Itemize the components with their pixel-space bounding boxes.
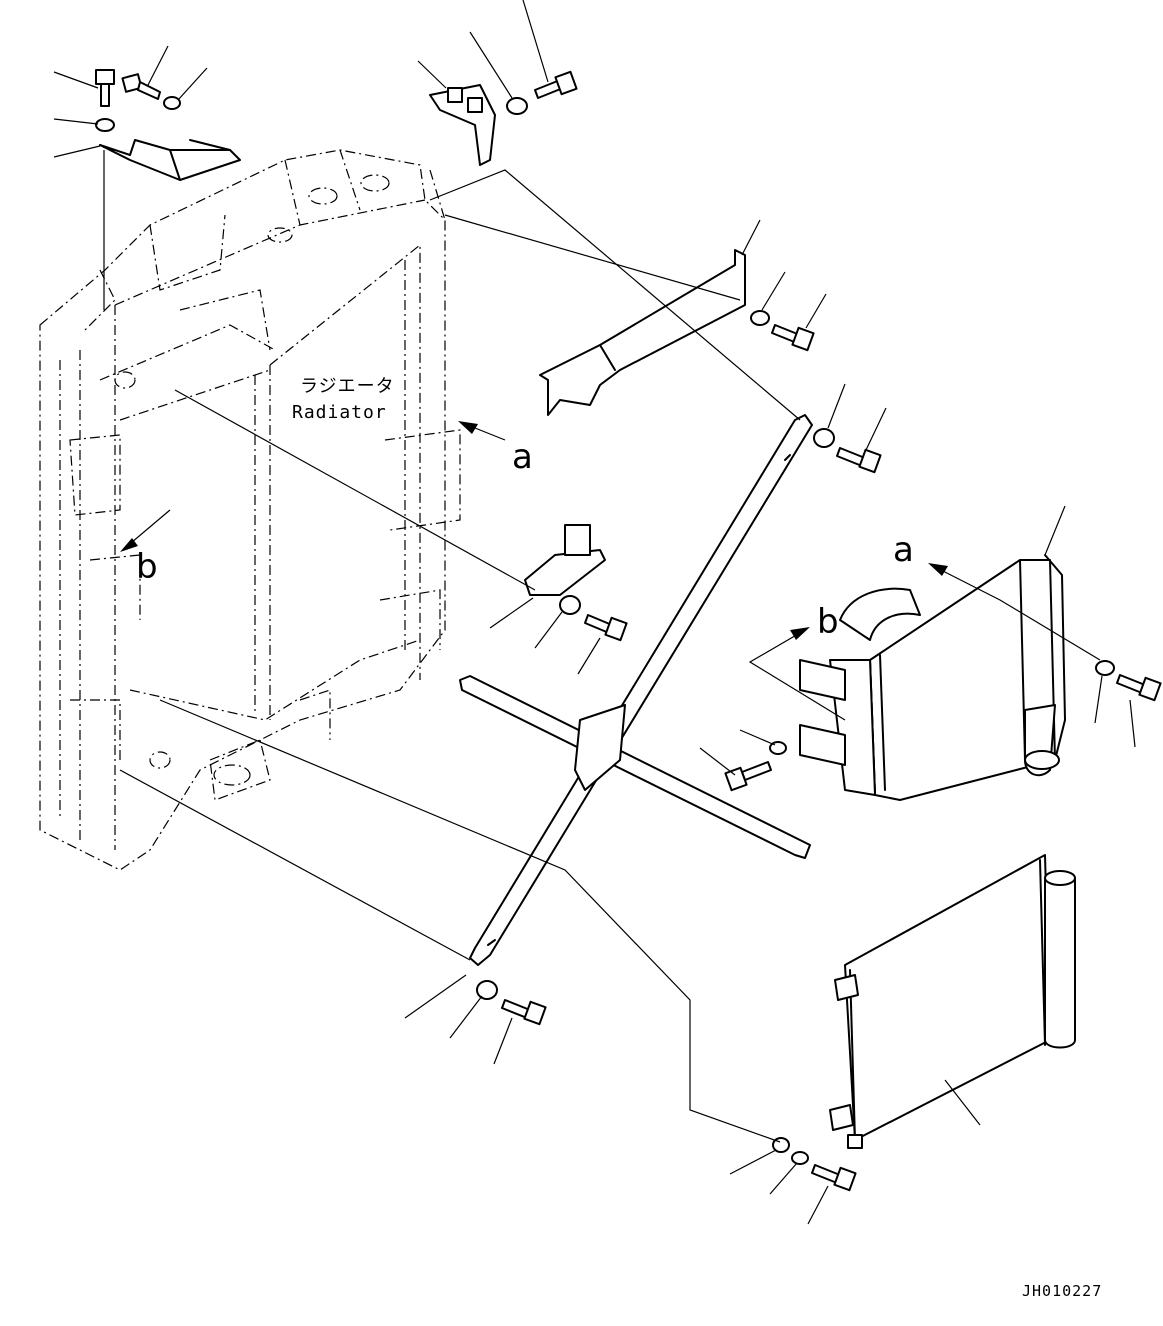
view-marker-b-right: b [817, 602, 839, 642]
bolt-top-center [534, 70, 578, 99]
cross-stay-bar [459, 675, 811, 859]
view-marker-b-left: b [136, 547, 158, 587]
washer-top-left-2 [95, 118, 115, 132]
washer-condenser [791, 1151, 809, 1165]
top-center-bracket [429, 84, 496, 166]
washer-center [559, 595, 581, 615]
drawing-code: JH010227 [1022, 1282, 1103, 1300]
bolt-upper-right [771, 324, 815, 352]
intercooler-core [799, 554, 1066, 801]
washer-top-left [163, 96, 181, 110]
radiator-label-english: Radiator [292, 402, 387, 423]
bolt-rod-top [836, 447, 882, 474]
bolt-rod-bottom [501, 999, 547, 1026]
washer-rod-bottom [476, 980, 498, 1000]
bolt-intercooler [1116, 674, 1162, 702]
washer-rod-top [813, 428, 835, 448]
bolt-top-left-vertical [95, 69, 115, 107]
diagonal-stay-rod [469, 414, 813, 966]
washer-top-center [506, 97, 528, 115]
bolt-condenser [811, 1164, 857, 1192]
radiator-label-japanese: ラジエータ [300, 376, 395, 397]
center-sensor-bracket [524, 524, 606, 596]
washer-upper-right [750, 310, 770, 326]
top-left-bracket [99, 139, 241, 181]
view-arrowheads [120, 421, 948, 640]
condenser-core [829, 854, 1076, 1149]
view-marker-a-right: a [893, 530, 914, 570]
leader-lines [53, 0, 1136, 1225]
bolt-intercooler-left [724, 761, 772, 792]
washer-intercooler [1095, 660, 1115, 676]
bolt-center [584, 614, 628, 642]
bolt-top-left-angled [121, 73, 161, 100]
radiator-phantom-outline [39, 149, 461, 871]
upper-right-support-bracket [539, 249, 746, 416]
view-marker-a-left: a [512, 437, 533, 477]
